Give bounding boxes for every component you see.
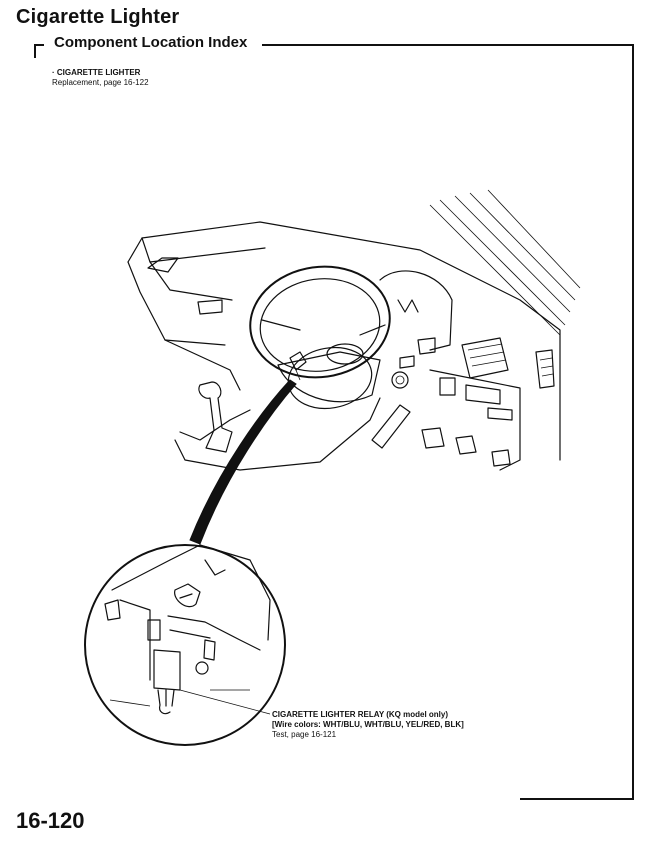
frame-line (632, 44, 634, 800)
dashboard-outline (127, 221, 561, 471)
component-reference: Replacement, page 16-122 (52, 78, 149, 87)
relay-leader-line (179, 689, 271, 715)
center-console (391, 337, 555, 471)
windshield-lines (429, 189, 581, 336)
relay-test-reference: Test, page 16-121 (272, 730, 337, 739)
frame-line (262, 44, 634, 46)
lighter-marker (289, 351, 307, 381)
frame-line (34, 44, 44, 46)
frame-line (520, 798, 634, 800)
frame-line (34, 44, 36, 58)
page-number: 16-120 (16, 808, 85, 833)
steering-wheel (249, 265, 391, 410)
section-title: Component Location Index (50, 34, 252, 51)
pedals (371, 404, 511, 467)
component-name: · CIGARETTE LIGHTER (52, 68, 141, 77)
page-title: Cigarette Lighter (16, 6, 180, 28)
gear-shift (198, 381, 233, 453)
relay-callout: CIGARETTE LIGHTER RELAY (KQ model only) … (272, 710, 464, 740)
relay-wire-colors: [Wire colors: WHT/BLU, WHT/BLU, YEL/RED,… (272, 720, 464, 729)
component-note: · CIGARETTE LIGHTER Replacement, page 16… (52, 68, 149, 88)
zoom-detail (84, 544, 286, 746)
instrument-cluster (379, 270, 453, 355)
relay-label: CIGARETTE LIGHTER RELAY (KQ model only) (272, 710, 449, 719)
zoom-connector (189, 379, 297, 545)
